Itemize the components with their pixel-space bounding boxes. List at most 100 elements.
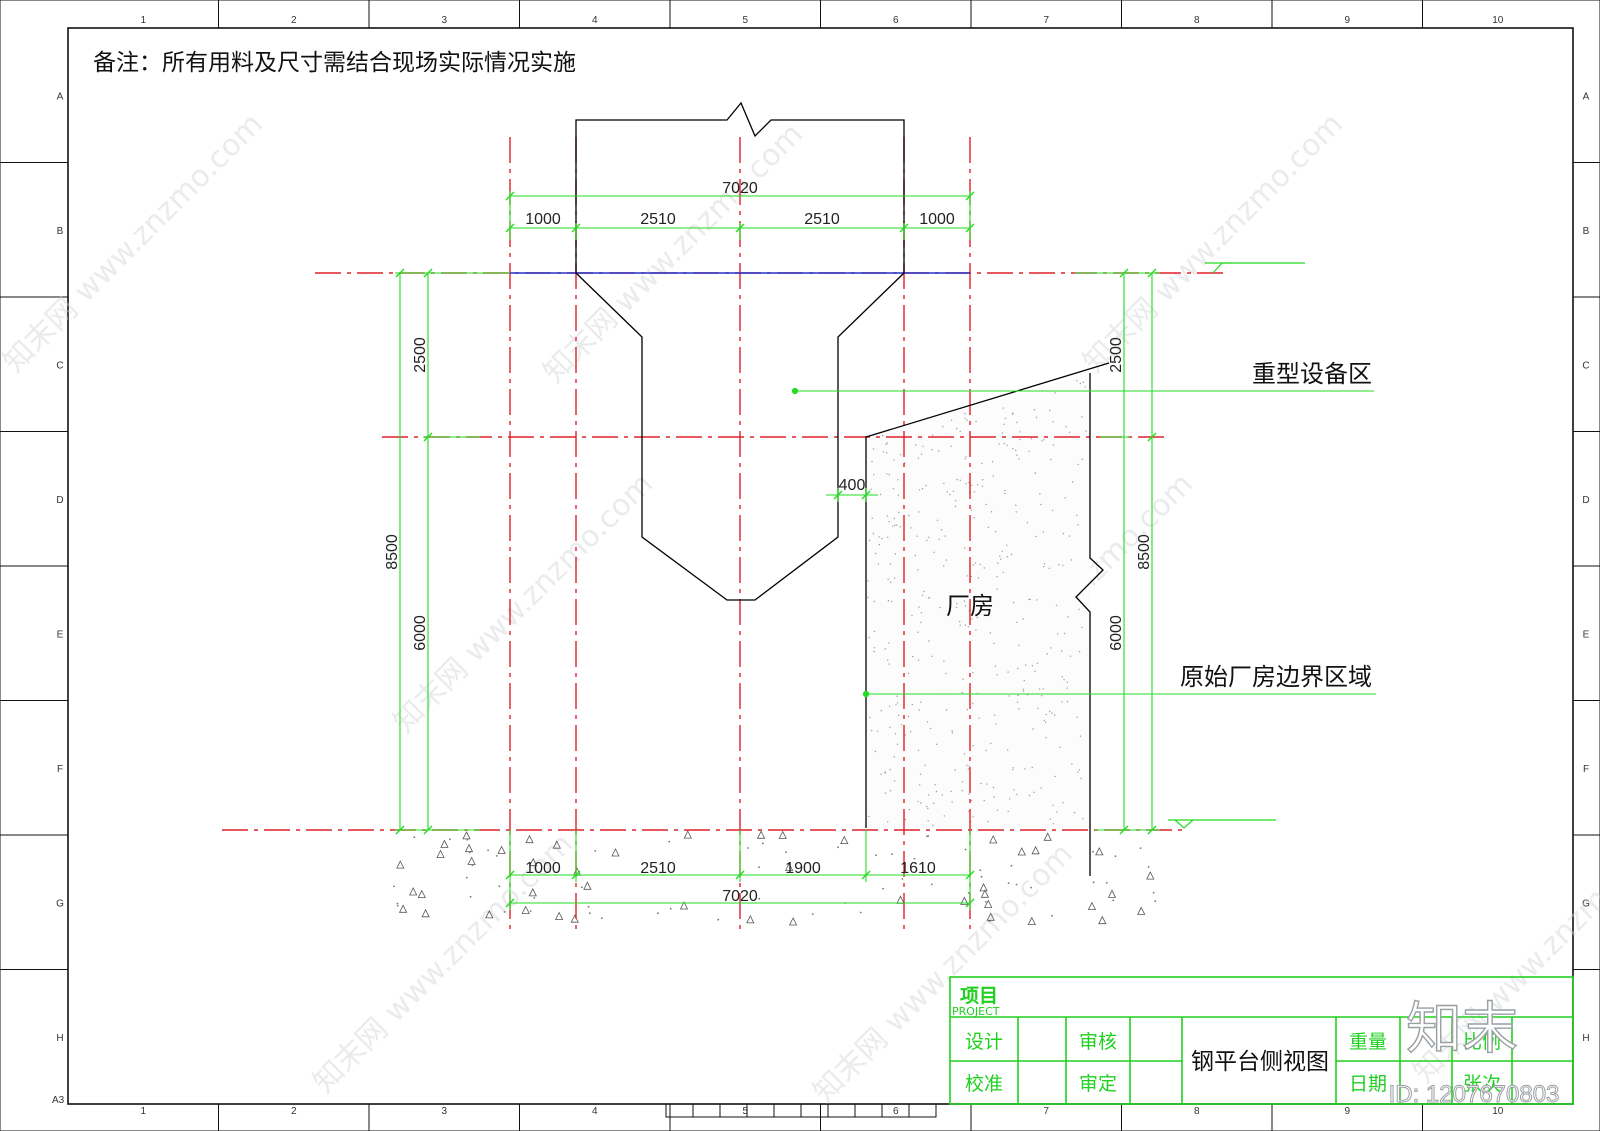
hatch-dot: [943, 482, 945, 485]
hatch-dot: [918, 606, 920, 608]
hatch-dot: [1079, 382, 1082, 385]
hatch-dot: [1034, 670, 1036, 672]
hatch-dot: [1012, 767, 1014, 769]
ground-triangle: [529, 857, 538, 867]
ground-triangle: [396, 860, 405, 869]
hatch-dot: [963, 753, 966, 755]
hatch-dot: [961, 691, 963, 694]
ground-dot: [913, 857, 916, 860]
hatch-dot: [895, 524, 898, 526]
ground-triangle: [497, 845, 506, 854]
ground-dot: [1114, 855, 1117, 858]
hatch-dot: [1082, 381, 1085, 383]
dim-tick: [505, 898, 515, 908]
hatch-dot: [887, 659, 889, 661]
hatch-dot: [1052, 823, 1054, 825]
hatch-dot: [920, 802, 922, 804]
ground-triangle: [683, 830, 692, 839]
dim-bottom-part: 2510: [640, 860, 676, 877]
hatch-dot: [1016, 793, 1018, 796]
grid-column-label: 2: [291, 15, 297, 26]
hatch-dot: [1036, 599, 1038, 601]
hatch-dot: [889, 726, 891, 729]
hatch-dot: [971, 618, 973, 620]
column-top-outline: [575, 101, 905, 273]
hatch-dot: [919, 773, 922, 775]
ground-dot: [1092, 881, 1095, 884]
hatch-dot: [1078, 769, 1081, 771]
hatch-dot: [945, 672, 947, 675]
hatch-dot: [904, 734, 907, 736]
hatch-dot: [1078, 651, 1081, 653]
ground-triangle: [464, 843, 474, 853]
ground-dot: [1154, 900, 1157, 903]
ground-dot: [1147, 866, 1150, 868]
hatch-dot: [886, 473, 888, 475]
ground-dot: [967, 892, 970, 894]
hatch-dot: [1010, 553, 1013, 556]
hatch-dot: [1053, 714, 1056, 716]
hatch-dot: [1077, 463, 1080, 466]
ground-dot: [529, 910, 532, 912]
hatch-dot: [1064, 632, 1066, 635]
level-marker-top: [1212, 262, 1231, 274]
hatch-dot: [959, 479, 961, 481]
hatch-dot: [975, 420, 977, 423]
grid-column-label: 8: [1194, 1106, 1200, 1117]
hatch-dot: [1016, 621, 1018, 624]
hatch-dot: [974, 491, 976, 493]
hatch-dot: [894, 733, 897, 735]
ground-triangle: [984, 899, 993, 908]
hatch-dot: [897, 479, 899, 481]
hatch-dot: [1082, 818, 1084, 820]
hatch-dot: [1069, 655, 1072, 657]
grid-row-label: D: [1582, 495, 1589, 506]
ground-dot: [901, 878, 904, 880]
ground-triangle: [417, 889, 426, 898]
hatch-dot: [1042, 531, 1045, 533]
hatch-dot: [893, 577, 896, 579]
hatch-dot: [1073, 811, 1076, 814]
hatch-dot: [970, 575, 972, 578]
hatch-dot: [908, 809, 911, 811]
hatch-dot: [1030, 438, 1033, 440]
ground-dot: [469, 851, 471, 854]
hatch-dot: [993, 796, 995, 798]
hatch-dot: [920, 453, 923, 455]
ground-dot: [594, 850, 597, 852]
ground-dot: [984, 901, 987, 903]
hatch-dot: [987, 526, 990, 529]
hatch-dot: [1015, 504, 1017, 506]
grid-row-label: G: [56, 898, 64, 909]
ground-triangle: [986, 912, 995, 921]
hatch-dot: [954, 769, 956, 771]
dim-wall-gap: 400: [839, 477, 866, 494]
hatch-dot: [974, 562, 977, 564]
ground-dot: [1139, 847, 1142, 849]
hatch-dot: [917, 659, 920, 661]
platform-body-outline: [575, 272, 905, 601]
hatch-dot: [1001, 432, 1004, 434]
hatch-dot: [964, 413, 966, 415]
hatch-dot: [1041, 695, 1043, 697]
title-block-approve: 审定: [1079, 1073, 1117, 1095]
hatch-dot: [886, 452, 888, 454]
ground-dot: [1007, 882, 1010, 884]
hatch-dot: [924, 764, 926, 767]
grid-column-label: 9: [1344, 1106, 1350, 1117]
hatch-dot: [996, 809, 999, 811]
hatch-dot: [1001, 550, 1003, 553]
ground-dot: [580, 886, 583, 889]
dim-tick: [861, 870, 871, 880]
hatch-dot: [917, 457, 920, 459]
hatch-dot: [897, 494, 899, 496]
grid-column-label: 3: [441, 1106, 447, 1117]
hatch-dot: [990, 511, 993, 513]
dim-tick: [1147, 432, 1157, 442]
hatch-dot: [945, 709, 948, 711]
ground-dot: [859, 911, 862, 914]
label-heavy-equipment-zone: 重型设备区: [1252, 360, 1372, 388]
dim-tick: [505, 223, 515, 233]
hatch-dot: [933, 551, 935, 553]
hatch-dot: [1019, 431, 1021, 433]
